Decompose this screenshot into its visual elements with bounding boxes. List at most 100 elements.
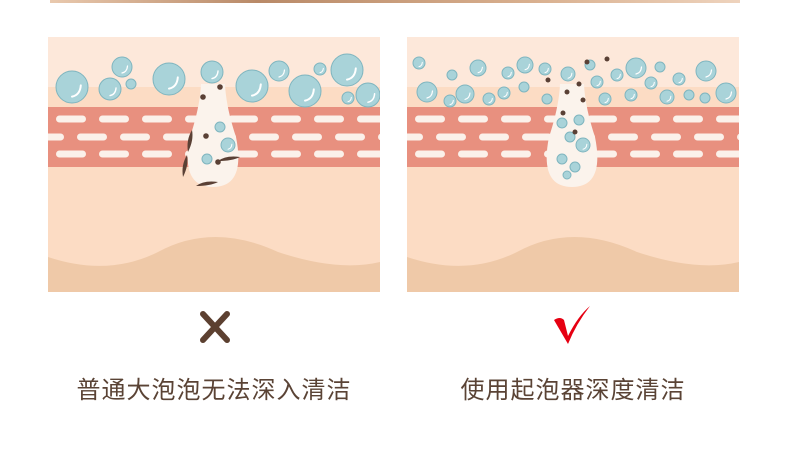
bubble bbox=[469, 59, 487, 77]
cell-dash bbox=[407, 133, 423, 141]
bubble bbox=[125, 78, 137, 90]
bubble-highlight bbox=[678, 77, 683, 84]
bubble bbox=[556, 153, 568, 165]
bubble bbox=[482, 92, 496, 106]
dirt-particle bbox=[604, 56, 610, 62]
cell-dash bbox=[292, 133, 322, 141]
cell-dash bbox=[651, 133, 681, 141]
bubble bbox=[564, 131, 576, 143]
dirt-patch bbox=[182, 155, 188, 177]
bubble bbox=[214, 121, 226, 133]
bubble bbox=[288, 74, 322, 108]
bubble bbox=[625, 57, 647, 79]
bubble bbox=[201, 153, 213, 165]
bubble bbox=[654, 61, 666, 73]
bubble bbox=[455, 84, 475, 104]
fine-foam-skin-illustration bbox=[407, 37, 739, 292]
cell-dash bbox=[357, 150, 380, 158]
bubble-highlight bbox=[507, 71, 512, 78]
bubble bbox=[562, 170, 572, 180]
bubble bbox=[518, 81, 530, 93]
bubble-highlight bbox=[488, 97, 493, 104]
cell-dash bbox=[673, 115, 703, 123]
bubble-highlight bbox=[604, 97, 609, 104]
bubble bbox=[556, 117, 568, 129]
deep-skin-layer bbox=[48, 237, 380, 292]
cell-dash bbox=[479, 133, 509, 141]
cell-dash bbox=[314, 150, 344, 158]
cell-dash bbox=[142, 150, 172, 158]
bubble bbox=[355, 82, 380, 108]
bubble bbox=[220, 137, 236, 153]
bubble-highlight bbox=[319, 67, 324, 74]
bubble-highlight bbox=[418, 61, 423, 68]
dirt-particle bbox=[217, 84, 223, 90]
cell-dash bbox=[630, 115, 660, 123]
cell-dash bbox=[249, 133, 279, 141]
cell-dash bbox=[716, 150, 739, 158]
bubble bbox=[560, 66, 576, 82]
cell-dash bbox=[415, 150, 445, 158]
dirt-particle bbox=[203, 133, 209, 139]
bubble-highlight bbox=[227, 143, 233, 150]
cell-dash bbox=[608, 133, 638, 141]
cell-dash bbox=[716, 115, 739, 123]
bubble bbox=[416, 81, 438, 103]
pore bbox=[187, 84, 239, 187]
bubble bbox=[590, 75, 604, 89]
cell-dash bbox=[436, 133, 466, 141]
bubble bbox=[200, 60, 224, 84]
dirt-particle bbox=[564, 89, 570, 95]
caption-regular-bubbles: 普通大泡泡无法深入清洁 bbox=[76, 376, 352, 404]
dirt-particle bbox=[576, 81, 582, 87]
cell-dash bbox=[673, 150, 703, 158]
cell-dash bbox=[522, 133, 552, 141]
bubble bbox=[341, 91, 355, 105]
bubble bbox=[695, 60, 717, 82]
bubble-highlight bbox=[211, 70, 219, 80]
bubble-highlight bbox=[109, 87, 117, 97]
bubble-highlight bbox=[251, 83, 262, 97]
bubble bbox=[446, 69, 458, 81]
cell-dash bbox=[415, 115, 445, 123]
cell-dash bbox=[56, 150, 86, 158]
bubble bbox=[235, 69, 269, 103]
cell-dash bbox=[737, 133, 739, 141]
bubble bbox=[538, 62, 552, 76]
cell-dash bbox=[56, 115, 86, 123]
bubble bbox=[672, 72, 686, 86]
check-icon bbox=[554, 306, 590, 344]
bubble bbox=[516, 56, 534, 74]
bubble bbox=[501, 66, 515, 80]
cell-dash bbox=[48, 133, 64, 141]
bubble bbox=[412, 56, 426, 70]
cell-dash bbox=[99, 115, 129, 123]
cell-dash bbox=[271, 150, 301, 158]
bubble-highlight bbox=[464, 92, 471, 100]
bubble-highlight bbox=[725, 91, 733, 100]
bubble-highlight bbox=[477, 66, 483, 74]
cell-dash bbox=[357, 115, 380, 123]
cell-dash bbox=[458, 150, 488, 158]
bubble-highlight bbox=[635, 66, 643, 75]
cell-dash bbox=[501, 115, 531, 123]
bubble bbox=[111, 56, 133, 78]
bubble-highlight bbox=[616, 73, 621, 80]
cell-dash bbox=[587, 115, 617, 123]
dirt-particle bbox=[572, 129, 578, 135]
bubble bbox=[541, 93, 553, 105]
dirt-patch bbox=[187, 130, 193, 152]
dirt-particle bbox=[215, 159, 221, 165]
cell-dash bbox=[458, 115, 488, 123]
dirt-particle bbox=[560, 110, 566, 116]
bubble-highlight bbox=[705, 69, 713, 78]
bubble-highlight bbox=[582, 143, 588, 150]
cell-dash bbox=[77, 133, 107, 141]
cell-dash bbox=[314, 115, 344, 123]
dirt-patch bbox=[218, 156, 240, 161]
cell-dash bbox=[630, 150, 660, 158]
deep-skin-layer bbox=[407, 237, 739, 292]
bubble-highlight bbox=[544, 67, 549, 74]
cell-dash bbox=[501, 150, 531, 158]
large-bubbles-skin-illustration bbox=[48, 37, 380, 292]
